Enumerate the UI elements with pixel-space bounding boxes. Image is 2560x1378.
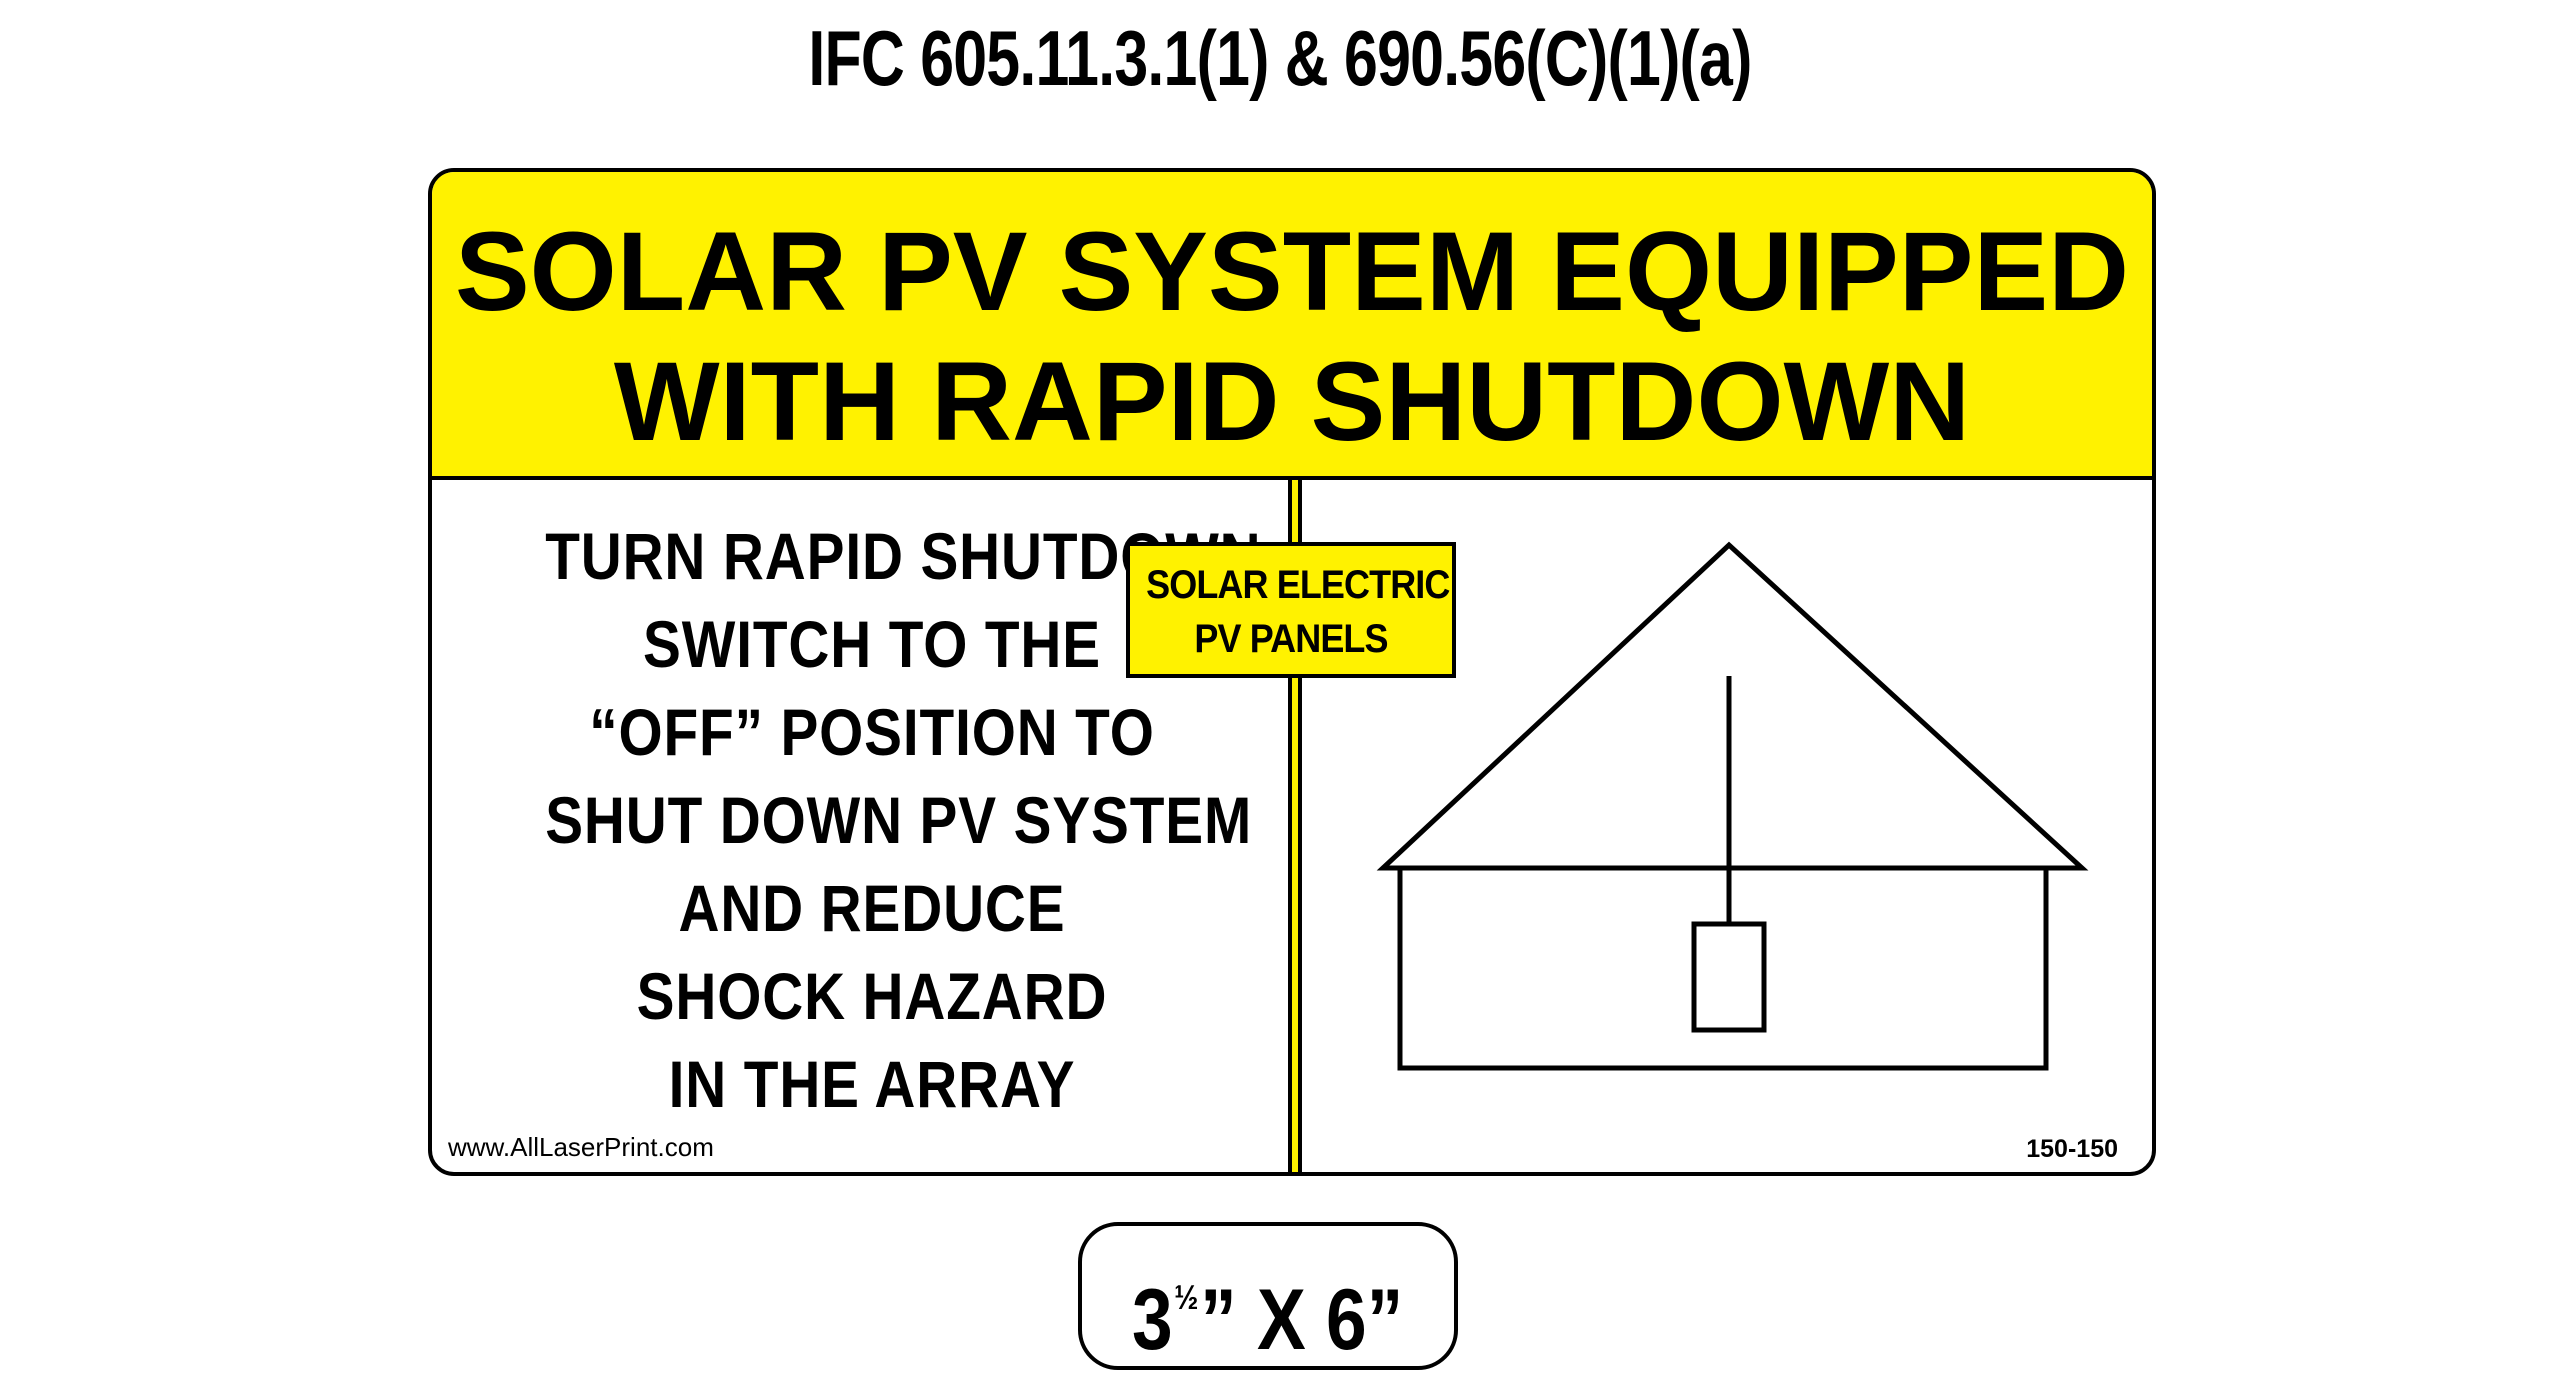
instruction-line: IN THE ARRAY [668,1047,1076,1121]
code-reference-title: IFC 605.11.3.1(1) & 690.56(C)(1)(a) [808,14,1752,102]
instruction-line: SHOCK HAZARD [636,959,1108,1033]
solar-panels-label: SOLAR ELECTRIC PV PANELS [1126,542,1456,678]
instruction-line: SWITCH TO THE [643,607,1101,681]
part-number: 150-150 [2026,1135,2118,1163]
instruction-line: AND REDUCE [678,871,1066,945]
size-badge: 3½” X 6” [1078,1222,1458,1370]
size-rest: ” X 6” [1200,1272,1404,1368]
instruction-line: “OFF” POSITION TO [589,695,1155,769]
sign-header: SOLAR PV SYSTEM EQUIPPED WITH RAPID SHUT… [432,172,2152,480]
size-fraction: ½ [1174,1279,1199,1317]
sign-header-line-1: SOLAR PV SYSTEM EQUIPPED [454,209,2130,334]
size-text: 3½” X 6” [1132,1248,1403,1370]
house-roof-outline [1376,541,2089,871]
size-whole: 3 [1132,1272,1174,1368]
instruction-line: SHUT DOWN PV SYSTEM [545,783,1253,857]
website-text: www.AllLaserPrint.com [448,1132,714,1162]
solar-panels-label-line-1: SOLAR ELECTRIC [1146,563,1450,607]
rapid-shutdown-switch-icon [1691,921,1767,1033]
solar-panels-label-line-2: PV PANELS [1194,617,1388,661]
sign-header-line-2: WITH RAPID SHUTDOWN [613,339,1971,464]
